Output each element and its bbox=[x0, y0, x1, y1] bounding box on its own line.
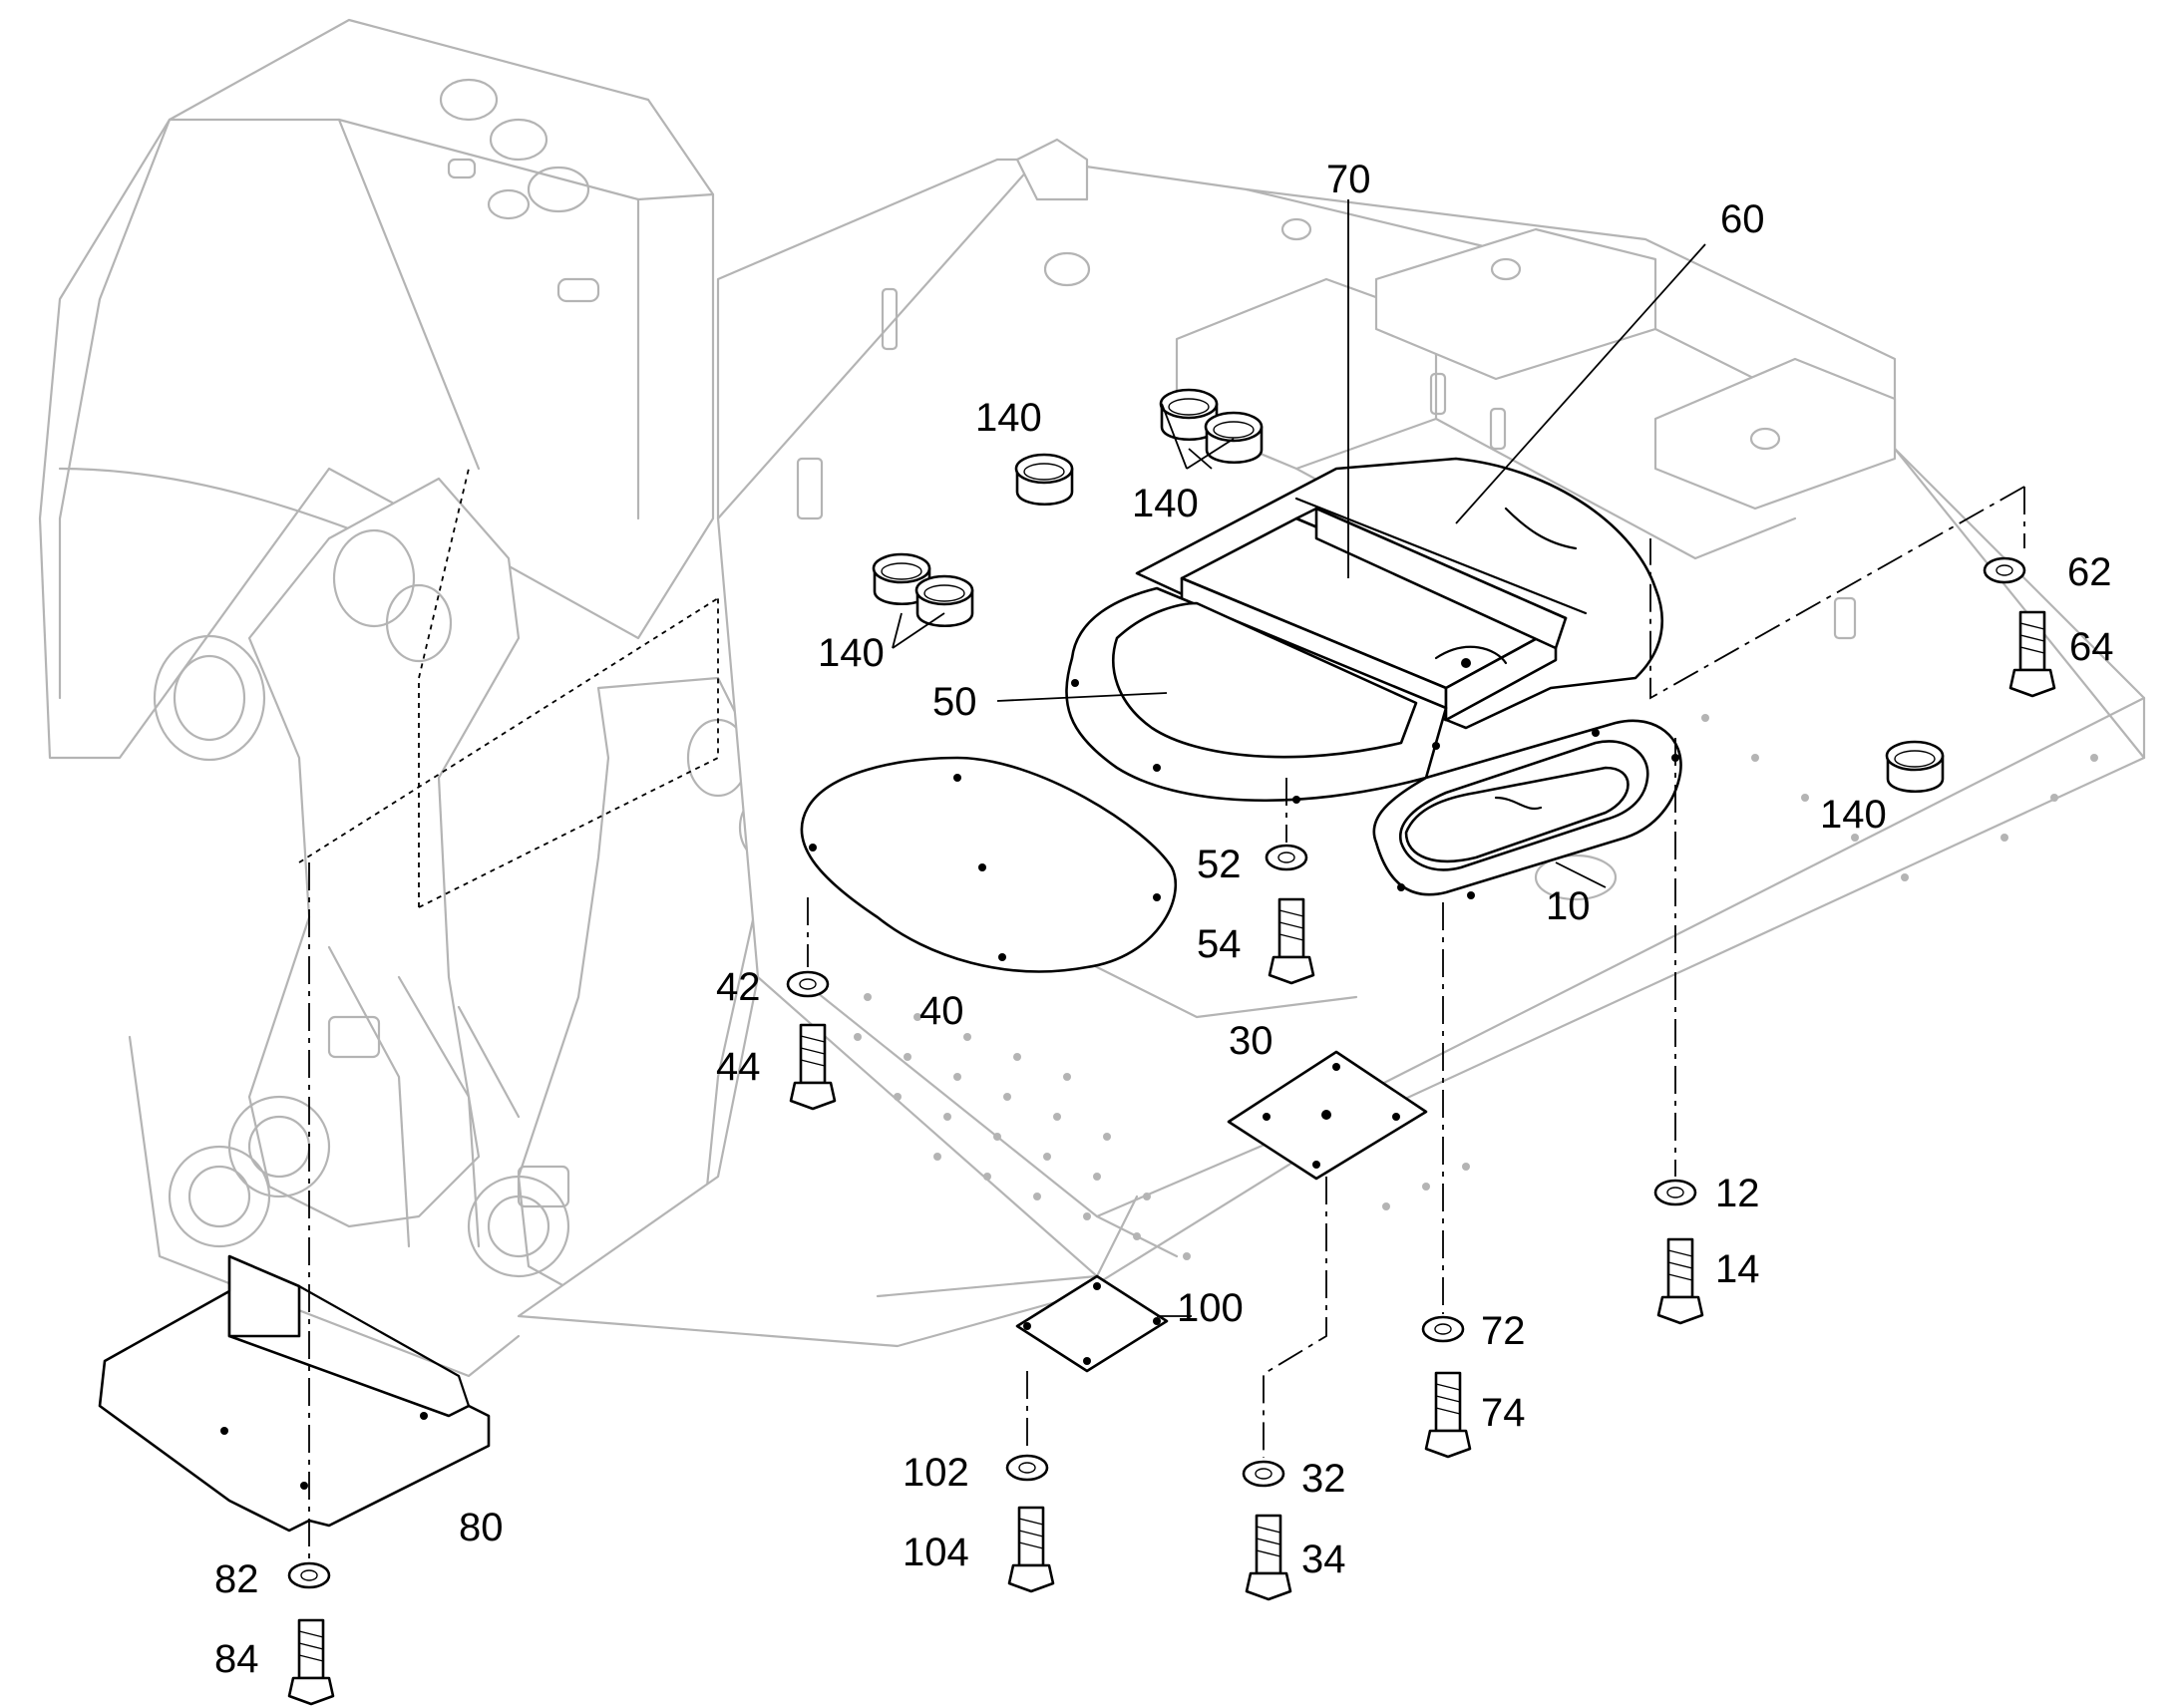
callout-42: 42 bbox=[716, 965, 761, 1009]
part-100-small-plate bbox=[1015, 1274, 1169, 1373]
bolt-14 bbox=[1656, 1237, 1704, 1325]
bolt-64 bbox=[2008, 610, 2056, 698]
callout-100: 100 bbox=[1177, 1286, 1244, 1330]
callout-40: 40 bbox=[919, 989, 964, 1033]
washer-12 bbox=[1653, 1179, 1697, 1206]
washer-32 bbox=[1242, 1460, 1285, 1488]
callout-82: 82 bbox=[214, 1557, 259, 1601]
part-30-square-plate bbox=[1227, 1050, 1428, 1181]
sleeve-140-top-b bbox=[1204, 411, 1264, 465]
callout-64: 64 bbox=[2069, 625, 2114, 669]
callout-140-left: 140 bbox=[818, 631, 885, 675]
callout-140-top-right: 140 bbox=[1132, 482, 1199, 525]
leader-lines bbox=[892, 199, 1706, 1317]
callout-104: 104 bbox=[903, 1531, 969, 1574]
callout-62: 62 bbox=[2067, 550, 2112, 594]
bolt-74 bbox=[1424, 1371, 1472, 1459]
part-40-oval-plate bbox=[800, 756, 1177, 973]
bolt-104 bbox=[1007, 1506, 1055, 1593]
bolt-84 bbox=[287, 1618, 335, 1706]
callout-30: 30 bbox=[1229, 1019, 1273, 1063]
callout-34: 34 bbox=[1301, 1537, 1346, 1581]
sleeve-140-top-a bbox=[1159, 388, 1219, 442]
part-10-oval-cover bbox=[1372, 719, 1682, 899]
sleeve-140-right bbox=[1885, 740, 1945, 794]
callout-32: 32 bbox=[1301, 1457, 1346, 1501]
callout-44: 44 bbox=[716, 1045, 761, 1089]
callout-72: 72 bbox=[1481, 1309, 1526, 1353]
callout-102: 102 bbox=[903, 1451, 969, 1495]
callout-84: 84 bbox=[214, 1637, 259, 1681]
washer-102 bbox=[1005, 1454, 1049, 1482]
callout-140-right: 140 bbox=[1820, 793, 1887, 837]
callout-14: 14 bbox=[1715, 1247, 1760, 1291]
washer-42 bbox=[786, 970, 830, 998]
washer-72 bbox=[1421, 1315, 1465, 1343]
callout-10: 10 bbox=[1546, 884, 1591, 928]
deck-holes bbox=[814, 714, 2098, 1260]
callout-60: 60 bbox=[1720, 197, 1765, 241]
part-80-guard-plate bbox=[98, 1254, 491, 1533]
washer-82 bbox=[287, 1561, 331, 1589]
sleeve-140-left-b bbox=[914, 574, 974, 628]
fasteners bbox=[287, 388, 2056, 1706]
bolt-34 bbox=[1245, 1514, 1292, 1601]
callout-54: 54 bbox=[1197, 922, 1242, 966]
bolt-54 bbox=[1268, 897, 1315, 985]
bolt-44 bbox=[789, 1023, 837, 1111]
callout-labels: 70 60 140 140 140 140 62 64 50 52 54 10 … bbox=[214, 158, 2114, 1681]
assembly-lines bbox=[298, 468, 2025, 1560]
callout-140-top: 140 bbox=[975, 396, 1042, 440]
callout-12: 12 bbox=[1715, 1172, 1760, 1215]
sleeve-140-left-a bbox=[872, 552, 931, 606]
callout-50: 50 bbox=[932, 680, 977, 724]
washer-62 bbox=[1983, 556, 2026, 584]
callout-74: 74 bbox=[1481, 1391, 1526, 1435]
callout-70: 70 bbox=[1326, 158, 1371, 201]
sleeve-140-single bbox=[1014, 453, 1074, 507]
washer-52 bbox=[1265, 844, 1308, 871]
callout-80: 80 bbox=[459, 1506, 504, 1549]
callout-52: 52 bbox=[1197, 843, 1242, 886]
